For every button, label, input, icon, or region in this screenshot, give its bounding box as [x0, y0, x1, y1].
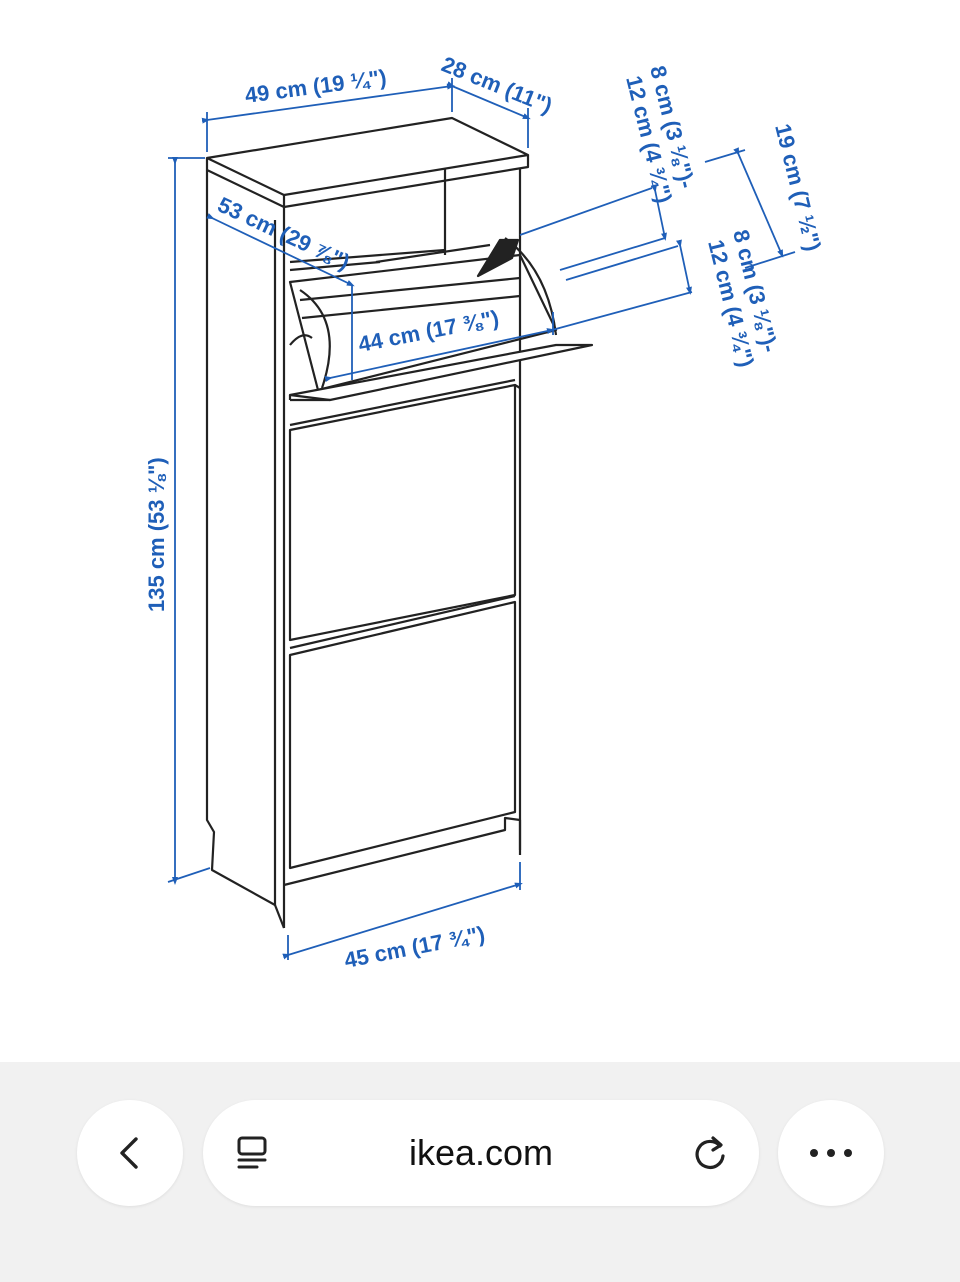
back-button[interactable]: [77, 1100, 183, 1206]
cabinet-lines: [205, 116, 594, 929]
dim-depth-top: 28 cm (11"): [438, 51, 556, 118]
url-text[interactable]: ikea.com: [408, 1132, 554, 1173]
dim-shelf-height: 19 cm (7 ½"): [770, 121, 826, 253]
reader-mode-icon[interactable]: [233, 1133, 273, 1173]
dim-total-height: 135 cm (53 ⅛"): [144, 457, 169, 612]
dim-width-top: 49 cm (19 ¼"): [243, 65, 388, 108]
dim-base-width: 45 cm (17 ¾"): [342, 921, 487, 973]
shoe-cabinet-diagram: 49 cm (19 ¼") 28 cm (11") 53 cm (29 ⅞") …: [144, 51, 826, 973]
dimension-lines: [167, 78, 796, 960]
page-viewport: 49 cm (19 ¼") 28 cm (11") 53 cm (29 ⅞") …: [144, 51, 826, 973]
address-bar[interactable]: ikea.com: [203, 1100, 759, 1206]
reload-icon[interactable]: [689, 1132, 731, 1174]
more-icon: [810, 1149, 852, 1157]
chevron-left-icon: [120, 1137, 138, 1169]
more-button[interactable]: [778, 1100, 884, 1206]
